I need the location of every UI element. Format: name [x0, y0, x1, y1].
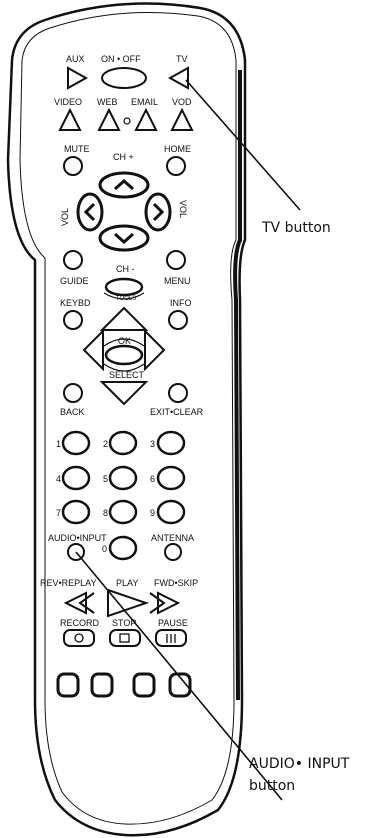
- digit-3-button[interactable]: [158, 432, 184, 454]
- digit-7-button[interactable]: [63, 501, 89, 523]
- exit-clear-button[interactable]: [169, 384, 187, 402]
- digit-8-button[interactable]: [110, 501, 136, 523]
- digit-1-button[interactable]: [63, 432, 89, 454]
- info-button[interactable]: [169, 311, 187, 329]
- back-label: BACK: [60, 407, 85, 417]
- antenna-label: ANTENNA: [151, 533, 194, 543]
- rev-replay-label: REV•REPLAY: [40, 578, 97, 588]
- digit-9-button[interactable]: [158, 501, 184, 523]
- digit-4-label: 4: [56, 474, 61, 484]
- digit-9-label: 9: [150, 508, 155, 518]
- digit-3-label: 3: [150, 439, 155, 449]
- video-label: VIDEO: [54, 97, 82, 107]
- menu-button[interactable]: [167, 251, 185, 269]
- back-button[interactable]: [64, 384, 82, 402]
- antenna-button[interactable]: [165, 544, 181, 560]
- indicator-light: [124, 118, 130, 124]
- digit-8-label: 8: [103, 508, 108, 518]
- tv-label: TV: [176, 54, 188, 64]
- audio-input-callout-text-line2: button: [249, 778, 295, 794]
- record-button[interactable]: [64, 630, 94, 646]
- on-off-label: ON • OFF: [101, 54, 141, 64]
- number-pad: 1 2 3 4 5 6 7 8 9: [56, 432, 184, 523]
- home-button[interactable]: [167, 157, 185, 175]
- ch-down-button[interactable]: [100, 226, 148, 250]
- tools-label: TOOLS: [116, 296, 136, 302]
- exit-clear-label: EXIT•CLEAR: [150, 407, 204, 417]
- digit-2-button[interactable]: [110, 432, 136, 454]
- vol-up-button[interactable]: [146, 194, 170, 230]
- play-label: PLAY: [116, 578, 138, 588]
- vol-left-label: VOL: [60, 208, 70, 226]
- bottom-button-1[interactable]: [58, 674, 78, 696]
- digit-7-label: 7: [56, 508, 61, 518]
- digit-6-button[interactable]: [158, 467, 184, 489]
- vol-down-button[interactable]: [78, 194, 102, 230]
- aux-label: AUX: [66, 54, 85, 64]
- digit-4-button[interactable]: [63, 467, 89, 489]
- info-label: INFO: [170, 298, 192, 308]
- on-off-button[interactable]: [102, 68, 146, 88]
- digit-5-button[interactable]: [110, 467, 136, 489]
- record-label: RECORD: [60, 618, 100, 628]
- menu-label: MENU: [164, 276, 191, 286]
- vol-right-label: VOL: [178, 200, 188, 218]
- pause-label: PAUSE: [158, 618, 188, 628]
- select-label: SELECT: [109, 370, 145, 380]
- digit-0-label: 0: [102, 544, 107, 554]
- digit-2-label: 2: [103, 439, 108, 449]
- ch-minus-label: CH -: [116, 264, 135, 274]
- remote-outline: [8, 4, 245, 836]
- fwd-skip-label: FWD•SKIP: [154, 578, 198, 588]
- keybd-button[interactable]: [64, 311, 82, 329]
- mute-button[interactable]: [64, 157, 82, 175]
- ch-plus-label: CH +: [113, 152, 134, 162]
- ok-label: OK: [118, 336, 131, 346]
- bottom-button-3[interactable]: [134, 674, 154, 696]
- home-label: HOME: [164, 144, 191, 154]
- ok-button[interactable]: [106, 346, 142, 364]
- tv-callout-text: TV button: [261, 220, 331, 236]
- guide-button[interactable]: [64, 251, 82, 269]
- guide-label: GUIDE: [60, 276, 89, 286]
- stop-button[interactable]: [110, 630, 140, 646]
- digit-5-label: 5: [103, 474, 108, 484]
- keybd-label: KEYBD: [60, 298, 91, 308]
- audio-input-label: AUDIO•INPUT: [48, 533, 107, 543]
- tools-button[interactable]: [106, 279, 142, 295]
- web-label: WEB: [97, 97, 118, 107]
- audio-input-callout-text-line1: AUDIO• INPUT: [249, 756, 350, 772]
- ch-up-button[interactable]: [100, 173, 148, 197]
- digit-0-button[interactable]: [110, 537, 136, 559]
- digit-1-label: 1: [56, 439, 61, 449]
- mute-label: MUTE: [64, 144, 90, 154]
- vod-label: VOD: [172, 97, 192, 107]
- bottom-button-2[interactable]: [92, 674, 112, 696]
- digit-6-label: 6: [150, 474, 155, 484]
- email-label: EMAIL: [131, 97, 158, 107]
